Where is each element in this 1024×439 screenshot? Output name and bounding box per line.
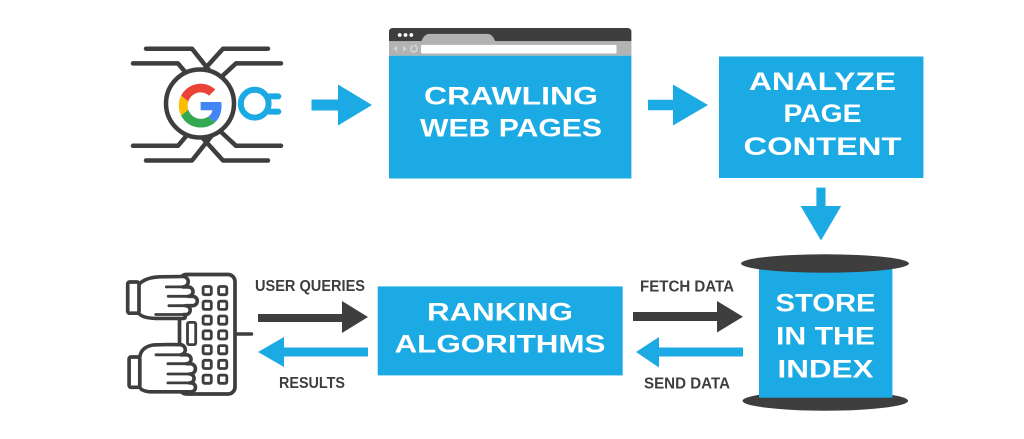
svg-text:WEB PAGES: WEB PAGES [420, 114, 602, 142]
svg-text:RANKING: RANKING [427, 299, 573, 327]
svg-text:RESULTS: RESULTS [279, 375, 345, 392]
svg-text:CONTENT: CONTENT [744, 133, 902, 161]
svg-text:PAGE: PAGE [784, 100, 862, 128]
svg-text:USER QUERIES: USER QUERIES [255, 278, 365, 295]
svg-text:STORE: STORE [776, 290, 876, 318]
svg-text:ANALYZE: ANALYZE [749, 68, 896, 96]
svg-text:IN THE: IN THE [776, 323, 875, 351]
svg-text:FETCH DATA: FETCH DATA [640, 278, 734, 295]
svg-text:CRAWLING: CRAWLING [424, 82, 598, 110]
svg-text:SEND DATA: SEND DATA [644, 375, 730, 392]
svg-text:INDEX: INDEX [778, 355, 874, 383]
svg-text:ALGORITHMS: ALGORITHMS [395, 331, 606, 359]
